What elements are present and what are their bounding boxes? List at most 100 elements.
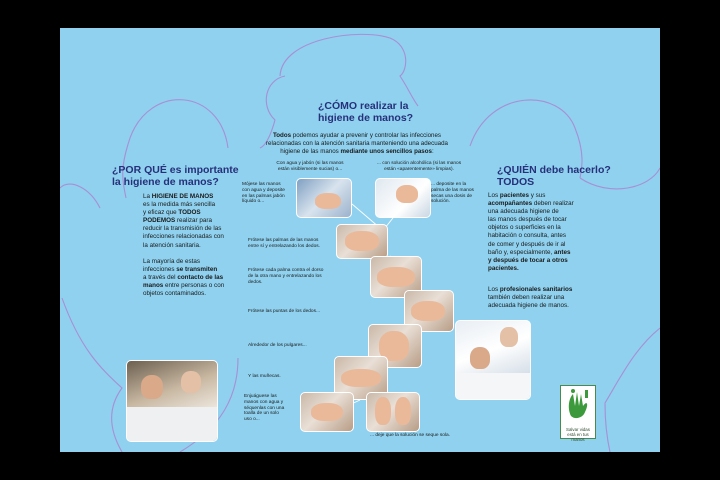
text: baño y, especialmente,	[488, 248, 555, 256]
right-title-line-2: TODOS	[497, 175, 535, 188]
bold-text: pacientes.	[488, 264, 519, 272]
text: La	[143, 193, 152, 200]
text: deben realizar	[532, 200, 574, 208]
text: infecciones	[143, 266, 177, 274]
paragraph-line: Los pacientes y sus	[488, 192, 592, 200]
photo-dry	[366, 392, 420, 432]
intro-line-3: higiene de las manos	[280, 147, 341, 155]
bold-text: PODEMOS	[143, 217, 176, 225]
text: Los	[488, 286, 500, 293]
center-finger-outline	[279, 33, 419, 107]
paragraph-line: infecciones relacionadas con	[143, 233, 243, 241]
paragraph-line: La mayoría de estas	[143, 258, 243, 266]
paragraph-line: la atención sanitaria.	[143, 242, 243, 250]
campaign-logo: Salvar vidas está en tus manos	[560, 385, 596, 442]
text: reducir la transmisión de las	[143, 225, 222, 233]
text: realizar para	[175, 217, 212, 225]
photo-backs	[370, 256, 422, 298]
text: y eficaz que	[143, 209, 179, 217]
intro-line-3-end: :	[431, 147, 434, 155]
paragraph-line: PODEMOS realizar para	[143, 217, 243, 225]
paragraph-line: pacientes.	[488, 265, 592, 273]
soap-column-label: Con agua y jabón (si las manos están vis…	[276, 161, 344, 172]
center-finger-outline-2	[259, 75, 286, 149]
bold-text: acompañantes	[488, 200, 533, 208]
bold-text: HIGIENE DE MANOS	[151, 193, 214, 200]
paragraph-line: reducir la transmisión de las	[143, 225, 243, 233]
step-tips: Frótese las puntas de los dedos...	[248, 309, 320, 314]
right-title: ¿QUIÉN debe hacerlo? TODOS	[497, 164, 611, 188]
text: de comer y después de ir al	[488, 240, 566, 248]
left-title-line-1: ¿POR QUÉ es importante	[112, 164, 239, 176]
text: Los	[488, 192, 500, 199]
left-finger-outline-2	[60, 183, 101, 209]
bold-text: TODOS	[178, 209, 201, 217]
text: también deben realizar una	[488, 294, 565, 302]
photo-thumbs	[368, 324, 422, 368]
photo-patient-bed	[126, 360, 218, 442]
paragraph-line: es la medida más sencilla	[143, 201, 243, 209]
text: La mayoría de estas	[143, 258, 201, 265]
logo-text: Salvar vidas está en tus manos	[566, 427, 590, 443]
step-dry: ... deje que la solución se seque sola.	[370, 433, 451, 438]
poster: ¿CÓMO realizar la higiene de manos? Todo…	[60, 28, 660, 452]
right-finger-outline-2	[579, 167, 660, 190]
step-backs: Frótese cada palma contra el dorso de la…	[248, 268, 324, 285]
step-wrists: Y las muñecas.	[248, 374, 281, 379]
paragraph-line: objetos contaminados.	[143, 290, 243, 298]
paragraph-line: adecuada higiene de manos.	[488, 302, 592, 310]
text: las manos después de tocar	[488, 216, 567, 224]
text: habitación o consulta, antes	[488, 232, 567, 240]
hands-logo-icon	[568, 389, 588, 419]
paragraph-line: manos entre personas o con	[143, 282, 243, 290]
text: objetos o superficies en la	[488, 224, 561, 232]
left-title-line-2: la higiene de manos?	[112, 175, 219, 188]
paragraph-line: una adecuada higiene de	[488, 208, 592, 216]
bold-text: profesionales sanitarios	[499, 286, 573, 293]
intro-line-1: podemos ayudar a prevenir y controlar la…	[291, 132, 442, 139]
bold-text: pacientes	[499, 192, 529, 199]
bold-text: se transmiten	[176, 266, 218, 274]
step-deposit: ... deposite en la palma de las manos se…	[431, 182, 474, 205]
text: una adecuada higiene de	[488, 208, 559, 216]
bottom-hand-outline	[179, 357, 239, 452]
paragraph-line: de comer y después de ir al	[488, 241, 592, 249]
text: entre personas o con	[163, 282, 225, 290]
text: objetos contaminados.	[143, 290, 207, 298]
photo-alcohol-bottle	[375, 178, 431, 218]
left-hand-outline	[61, 297, 123, 452]
photo-nurse-patient	[455, 320, 531, 400]
step-thumbs: Alrededor de los pulgares...	[248, 343, 307, 348]
step-rinse: Enjuáguese las manos con agua y séquenla…	[244, 394, 285, 423]
intro-bold: Todos	[272, 132, 292, 139]
text: es la medida más sencilla	[143, 201, 216, 209]
text: y sus	[528, 192, 546, 199]
right-hand-outline	[604, 327, 660, 452]
paragraph-line: infecciones se transmiten	[143, 266, 243, 274]
paragraph-line: Los profesionales sanitarios	[488, 286, 592, 294]
alcohol-column-label: ... con solución alcohólica (si las mano…	[376, 161, 462, 172]
bold-text: y después de tocar a otros	[488, 256, 568, 264]
paragraph-line: también deben realizar una	[488, 294, 592, 302]
left-title: ¿POR QUÉ es importante la higiene de man…	[112, 164, 239, 188]
photo-palms	[336, 224, 388, 259]
left-finger-outline	[122, 99, 229, 199]
bold-text: manos	[143, 282, 164, 290]
photo-rinse	[300, 392, 354, 432]
paragraph-line: La HIGIENE DE MANOS	[143, 193, 243, 201]
photo-fingertips	[404, 290, 454, 332]
step-palms: Frótese las palmas de las manos entre sí…	[248, 238, 320, 249]
right-title-line-1: ¿QUIÉN debe hacerlo?	[497, 164, 611, 176]
paragraph-line: y eficaz que TODOS	[143, 209, 243, 217]
intro-line-3-bold: mediante unos sencillos pasos	[340, 147, 432, 155]
photo-soap-dispenser	[296, 178, 352, 218]
text: a través del	[143, 274, 178, 282]
center-title-line-1: ¿CÓMO realizar la	[318, 100, 409, 112]
text: infecciones relacionadas con	[143, 233, 224, 241]
bold-text: antes	[554, 248, 571, 256]
text: adecuada higiene de manos.	[488, 302, 569, 310]
